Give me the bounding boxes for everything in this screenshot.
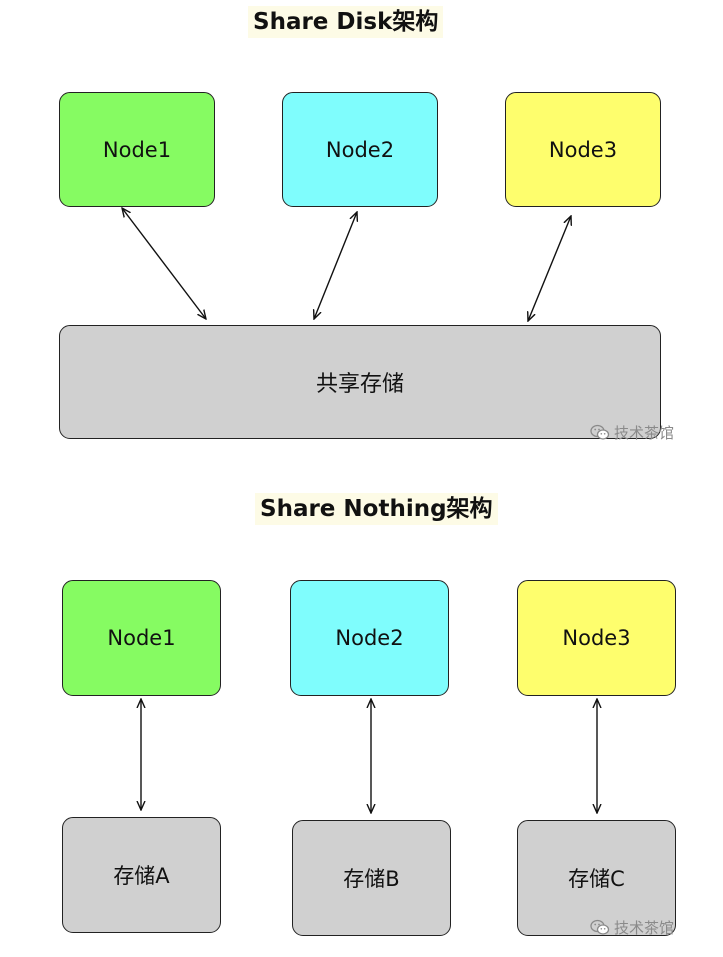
share-disk-title: Share Disk架构 bbox=[248, 6, 444, 38]
watermark-text: 技术茶馆 bbox=[614, 919, 675, 937]
share-nothing-title: Share Nothing架构 bbox=[255, 493, 498, 525]
shared-storage-box: 共享存储 bbox=[59, 325, 661, 439]
storage-c-box: 存储C bbox=[517, 820, 676, 936]
watermark-bottom: 技术茶馆 bbox=[590, 917, 674, 938]
arrow-node2-shared-storage bbox=[314, 212, 357, 319]
share-nothing-node1-box: Node1 bbox=[62, 580, 221, 696]
watermark-text: 技术茶馆 bbox=[614, 424, 675, 442]
share-disk-node1-box: Node1 bbox=[59, 92, 215, 207]
share-nothing-node2-box: Node2 bbox=[290, 580, 449, 696]
storage-b-box: 存储B bbox=[292, 820, 451, 936]
share-nothing-node3-box: Node3 bbox=[517, 580, 676, 696]
watermark-top: 技术茶馆 bbox=[590, 422, 674, 443]
share-disk-node2-box: Node2 bbox=[282, 92, 438, 207]
wechat-icon bbox=[590, 919, 610, 935]
share-disk-node3-box: Node3 bbox=[505, 92, 661, 207]
arrow-node1-shared-storage bbox=[122, 208, 206, 319]
arrow-node3-shared-storage bbox=[528, 216, 571, 321]
wechat-icon bbox=[590, 424, 610, 440]
storage-a-box: 存储A bbox=[62, 817, 221, 933]
